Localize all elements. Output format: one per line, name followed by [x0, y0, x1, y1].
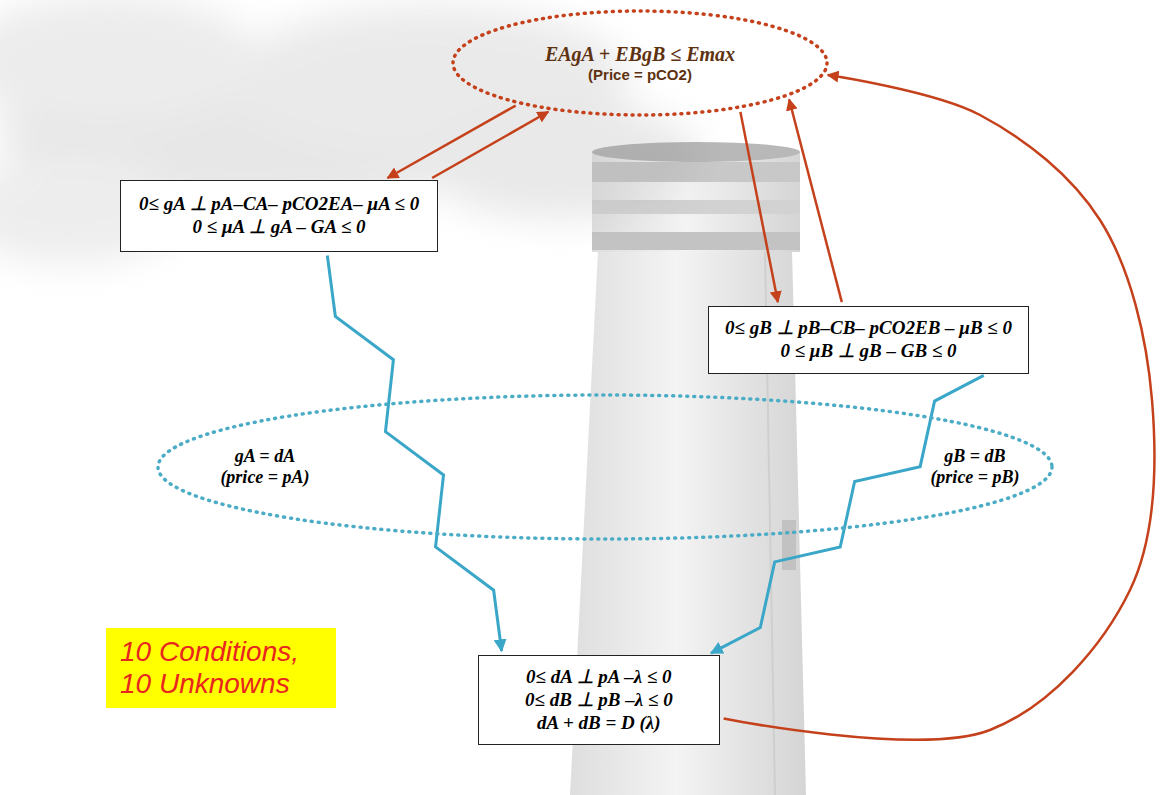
formula-text: gA = dA (price = pA): [215, 446, 315, 487]
formula-text: (Price = pCO2): [588, 66, 692, 84]
chimney-band: [592, 232, 800, 250]
chimney-lip: [592, 142, 800, 162]
dotted-ellipse: [453, 11, 827, 115]
producer-box: 0≤ gB ⊥ pB–CB– pCO2EB – μB ≤ 00 ≤ μB ⊥ g…: [708, 306, 1029, 374]
flow-arrow: [432, 112, 548, 178]
dotted-ellipse: [158, 395, 1052, 539]
flow-arrow: [724, 75, 1155, 740]
flow-arrow: [789, 100, 842, 303]
formula-text: EAgA + EBgB ≤ Emax: [545, 42, 735, 66]
condition-text: 0 ≤ μA ⊥ gA – GA ≤ 0: [139, 216, 419, 239]
formula-text: gB = dB (price = pB): [925, 446, 1025, 487]
note-box: 10 Conditions, 10 Unknowns: [106, 628, 336, 708]
condition-text: dA + dB = D (λ): [525, 712, 673, 735]
condition-text: 0 ≤ μB ⊥ gB – GB ≤ 0: [725, 340, 1012, 363]
condition-text: 0≤ dA ⊥ pA –λ ≤ 0: [525, 666, 673, 689]
chimney-band: [592, 162, 800, 182]
note-text: 10 Conditions, 10 Unknowns: [120, 636, 322, 700]
smoke-puff: [0, 0, 260, 125]
producer-box: 0≤ gA ⊥ pA–CA– pCO2EA– μA ≤ 00 ≤ μA ⊥ gA…: [120, 180, 438, 252]
flow-arrow: [740, 112, 777, 302]
condition-text: 0≤ dB ⊥ pB –λ ≤ 0: [525, 689, 673, 712]
consumer-box: 0≤ dA ⊥ pA –λ ≤ 00≤ dB ⊥ pB –λ ≤ 0dA + d…: [478, 655, 720, 745]
chimney-top: [592, 152, 800, 252]
chimney-band: [592, 200, 800, 214]
zigzag-arrow: [711, 375, 984, 653]
condition-text: 0≤ gA ⊥ pA–CA– pCO2EA– μA ≤ 0: [139, 193, 419, 216]
condition-text: 0≤ gB ⊥ pB–CB– pCO2EB – μB ≤ 0: [725, 317, 1012, 340]
market-ellipse: gA = dA (price = pA) gB = dB (price = pB): [155, 392, 1055, 542]
chimney-door: [782, 520, 796, 570]
constraint-ellipse: EAgA + EBgB ≤ Emax(Price = pCO2): [450, 8, 830, 118]
zigzag-arrow: [327, 256, 501, 651]
